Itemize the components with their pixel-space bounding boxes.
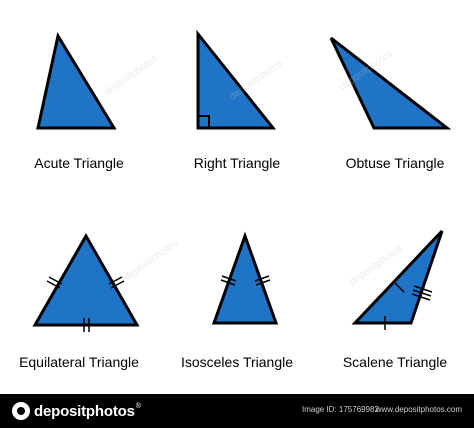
scalene-tick-marks bbox=[384, 280, 433, 330]
acute-triangle bbox=[36, 32, 117, 130]
obtuse-triangle bbox=[329, 36, 452, 130]
depositphotos-logo: depositphotos ® bbox=[12, 401, 141, 421]
image-id-text: Image ID: 175769982 bbox=[302, 405, 379, 414]
site-url-text: www.depositphotos.com bbox=[375, 405, 462, 414]
isosceles-tick-marks bbox=[220, 275, 271, 286]
equilateral-triangle bbox=[32, 232, 140, 327]
right-triangle-label: Right Triangle bbox=[193, 155, 281, 171]
scalene-triangle bbox=[351, 229, 444, 325]
logo-text: depositphotos bbox=[34, 402, 135, 420]
equilateral-triangle-label: Equilateral Triangle bbox=[19, 354, 139, 370]
registered-mark: ® bbox=[135, 402, 141, 410]
obtuse-triangle-label: Obtuse Triangle bbox=[345, 155, 445, 171]
logo-circle-icon bbox=[12, 402, 30, 420]
scalene-triangle-label: Scalene Triangle bbox=[342, 354, 448, 370]
right-angle-marker bbox=[198, 115, 210, 128]
isosceles-triangle-label: Isosceles Triangle bbox=[180, 354, 294, 370]
right-triangle bbox=[196, 29, 277, 130]
equilateral-tick-marks bbox=[46, 276, 125, 332]
acute-triangle-label: Acute Triangle bbox=[34, 155, 124, 171]
triangle-diagram bbox=[32, 29, 452, 332]
isosceles-triangle bbox=[211, 231, 279, 325]
stock-footer-bar: depositphotos ® Image ID: 175769982 www.… bbox=[0, 394, 474, 428]
